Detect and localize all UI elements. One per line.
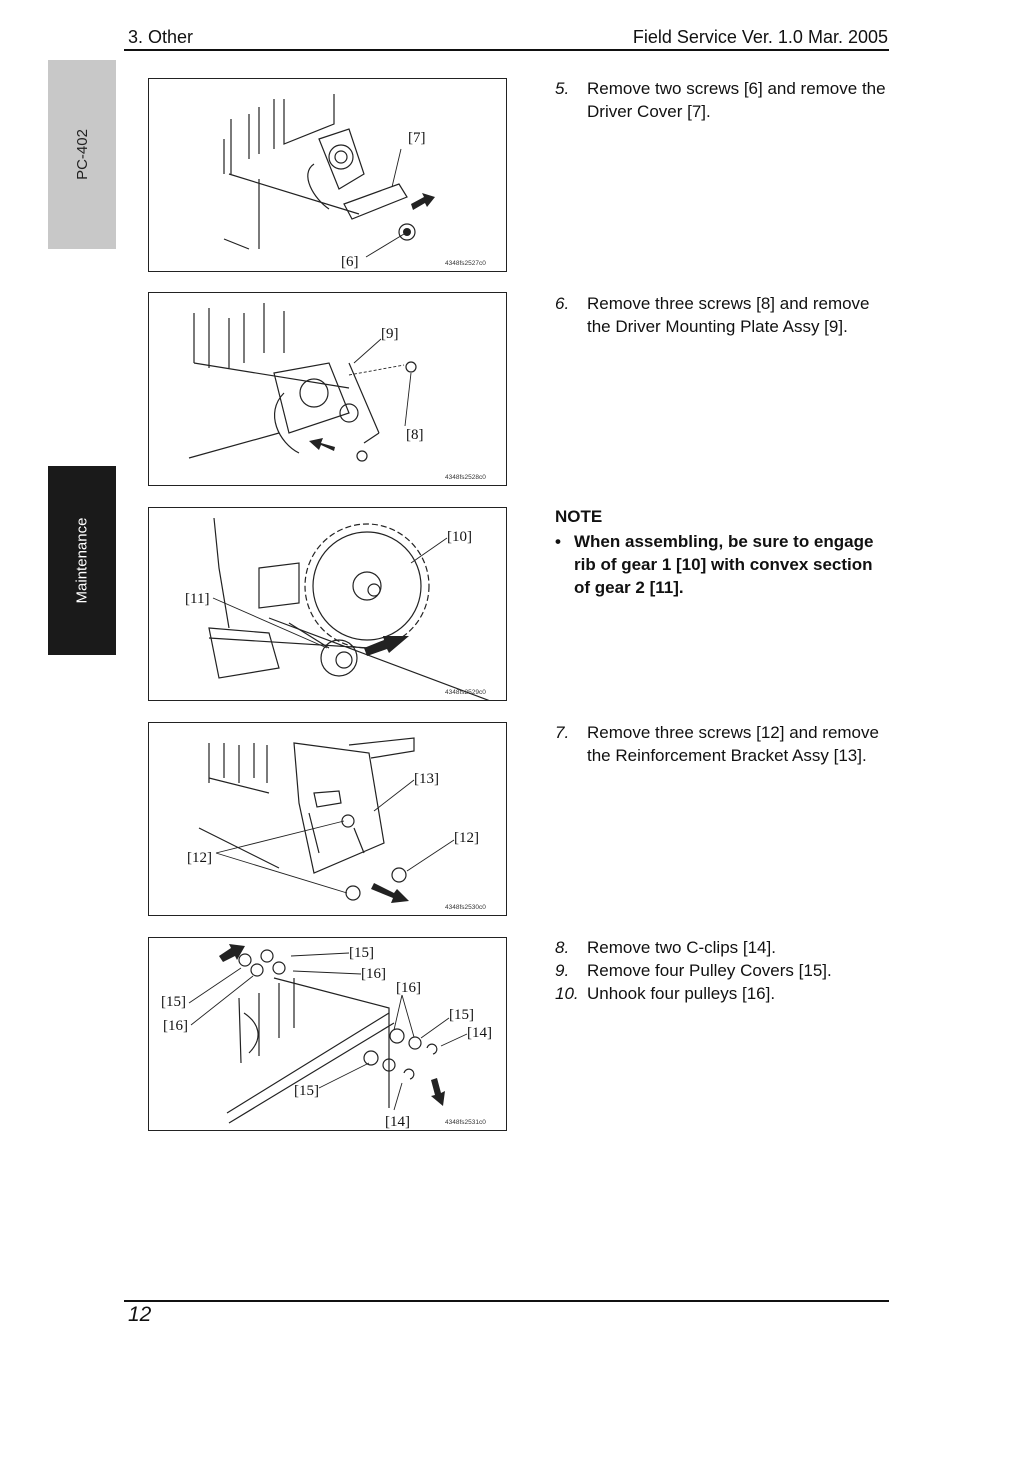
- side-tab-chapter-label: Maintenance: [73, 517, 91, 604]
- header-rule: [124, 49, 889, 51]
- side-tab-model: PC-402: [48, 60, 116, 249]
- step-9: 9. Remove four Pulley Covers [15].: [555, 959, 890, 982]
- note-bullet: •: [555, 532, 561, 551]
- step-10-text: Unhook four pulleys [16].: [587, 984, 776, 1003]
- footer-rule: [124, 1300, 889, 1302]
- figure-driver-cover-drawing: [7] [6] 4348fs2527c0: [223, 94, 486, 270]
- figure-1-label-7: [7]: [408, 130, 426, 146]
- figure-5-label-14-bottom: [14]: [385, 1114, 410, 1130]
- figure-pulleys: [15] [16] [16] [15] [16] [15] [14] [15] …: [148, 937, 507, 1131]
- figure-4-label-12-left: [12]: [187, 850, 212, 866]
- figure-4-label-13: [13]: [414, 771, 439, 787]
- step-10: 10. Unhook four pulleys [16].: [555, 982, 890, 1005]
- step-9-number: 9.: [555, 961, 570, 980]
- figure-1-label-6: [6]: [341, 254, 359, 270]
- figure-5-label-15-bottom: [15]: [294, 1083, 319, 1099]
- figure-reinforcement-bracket: [13] [12] [12] 4348fs2530c0: [148, 722, 507, 916]
- figure-5-label-15-right: [15]: [449, 1007, 474, 1023]
- figure-gear-engagement: [10] [11] 4348fs2529c0: [148, 507, 507, 701]
- note-title: NOTE: [555, 507, 603, 526]
- step-10-number: 10.: [555, 984, 579, 1003]
- figure-5-label-16-top: [16]: [361, 966, 386, 982]
- step-8-text: Remove two C-clips [14].: [587, 938, 776, 957]
- figure-2-label-8: [8]: [406, 427, 424, 443]
- figure-4-label-12-right: [12]: [454, 830, 479, 846]
- figure-5-label-15-top: [15]: [349, 945, 374, 961]
- step-7-text: Remove three screws [12] and remove the …: [587, 723, 879, 765]
- step-8-number: 8.: [555, 938, 570, 957]
- figure-driver-mounting-plate-drawing: [9] [8] 4348fs2528c0: [188, 303, 486, 481]
- side-tab-chapter: Maintenance: [48, 466, 116, 655]
- step-5-text: Remove two screws [6] and remove the Dri…: [587, 79, 886, 121]
- step-6-text: Remove three screws [8] and remove the D…: [587, 294, 870, 336]
- figure-3-label-11: [11]: [185, 591, 209, 607]
- figure-5-code: 4348fs2531c0: [445, 1119, 486, 1126]
- figure-5-label-15-left: [15]: [161, 994, 186, 1010]
- figure-reinforcement-bracket-drawing: [13] [12] [12] 4348fs2530c0: [187, 737, 486, 911]
- step-5-number: 5.: [555, 79, 570, 98]
- figure-2-code: 4348fs2528c0: [445, 474, 486, 481]
- step-6-number: 6.: [555, 294, 570, 313]
- figure-1-code: 4348fs2527c0: [445, 260, 486, 267]
- figure-4-code: 4348fs2530c0: [445, 904, 486, 911]
- figure-3-code: 4348fs2529c0: [445, 689, 486, 696]
- figure-2-label-9: [9]: [381, 326, 399, 342]
- step-9-text: Remove four Pulley Covers [15].: [587, 961, 832, 980]
- figure-driver-mounting-plate: [9] [8] 4348fs2528c0: [148, 292, 507, 486]
- figure-pulleys-drawing: [15] [16] [16] [15] [16] [15] [14] [15] …: [161, 944, 492, 1130]
- figure-gear-engagement-drawing: [10] [11] 4348fs2529c0: [185, 517, 490, 700]
- step-7-number: 7.: [555, 723, 570, 742]
- section-title: 3. Other: [128, 27, 194, 47]
- step-8: 8. Remove two C-clips [14].: [555, 936, 890, 959]
- page-number: 12: [128, 1303, 152, 1326]
- manual-version: Field Service Ver. 1.0 Mar. 2005: [632, 27, 888, 47]
- step-5: 5. Remove two screws [6] and remove the …: [555, 77, 890, 123]
- side-tab-model-label: PC-402: [73, 129, 91, 180]
- figure-3-label-10: [10]: [447, 529, 472, 545]
- step-7: 7. Remove three screws [12] and remove t…: [555, 721, 890, 767]
- figure-5-label-16-left: [16]: [163, 1018, 188, 1034]
- figure-5-label-16-mid: [16]: [396, 980, 421, 996]
- figure-driver-cover: [7] [6] 4348fs2527c0: [148, 78, 507, 272]
- note-text: When assembling, be sure to engage rib o…: [574, 532, 874, 597]
- note-body: • When assembling, be sure to engage rib…: [555, 530, 885, 599]
- step-6: 6. Remove three screws [8] and remove th…: [555, 292, 890, 338]
- steps-8-10: 8. Remove two C-clips [14]. 9. Remove fo…: [555, 936, 890, 1005]
- figure-5-label-14-right: [14]: [467, 1025, 492, 1041]
